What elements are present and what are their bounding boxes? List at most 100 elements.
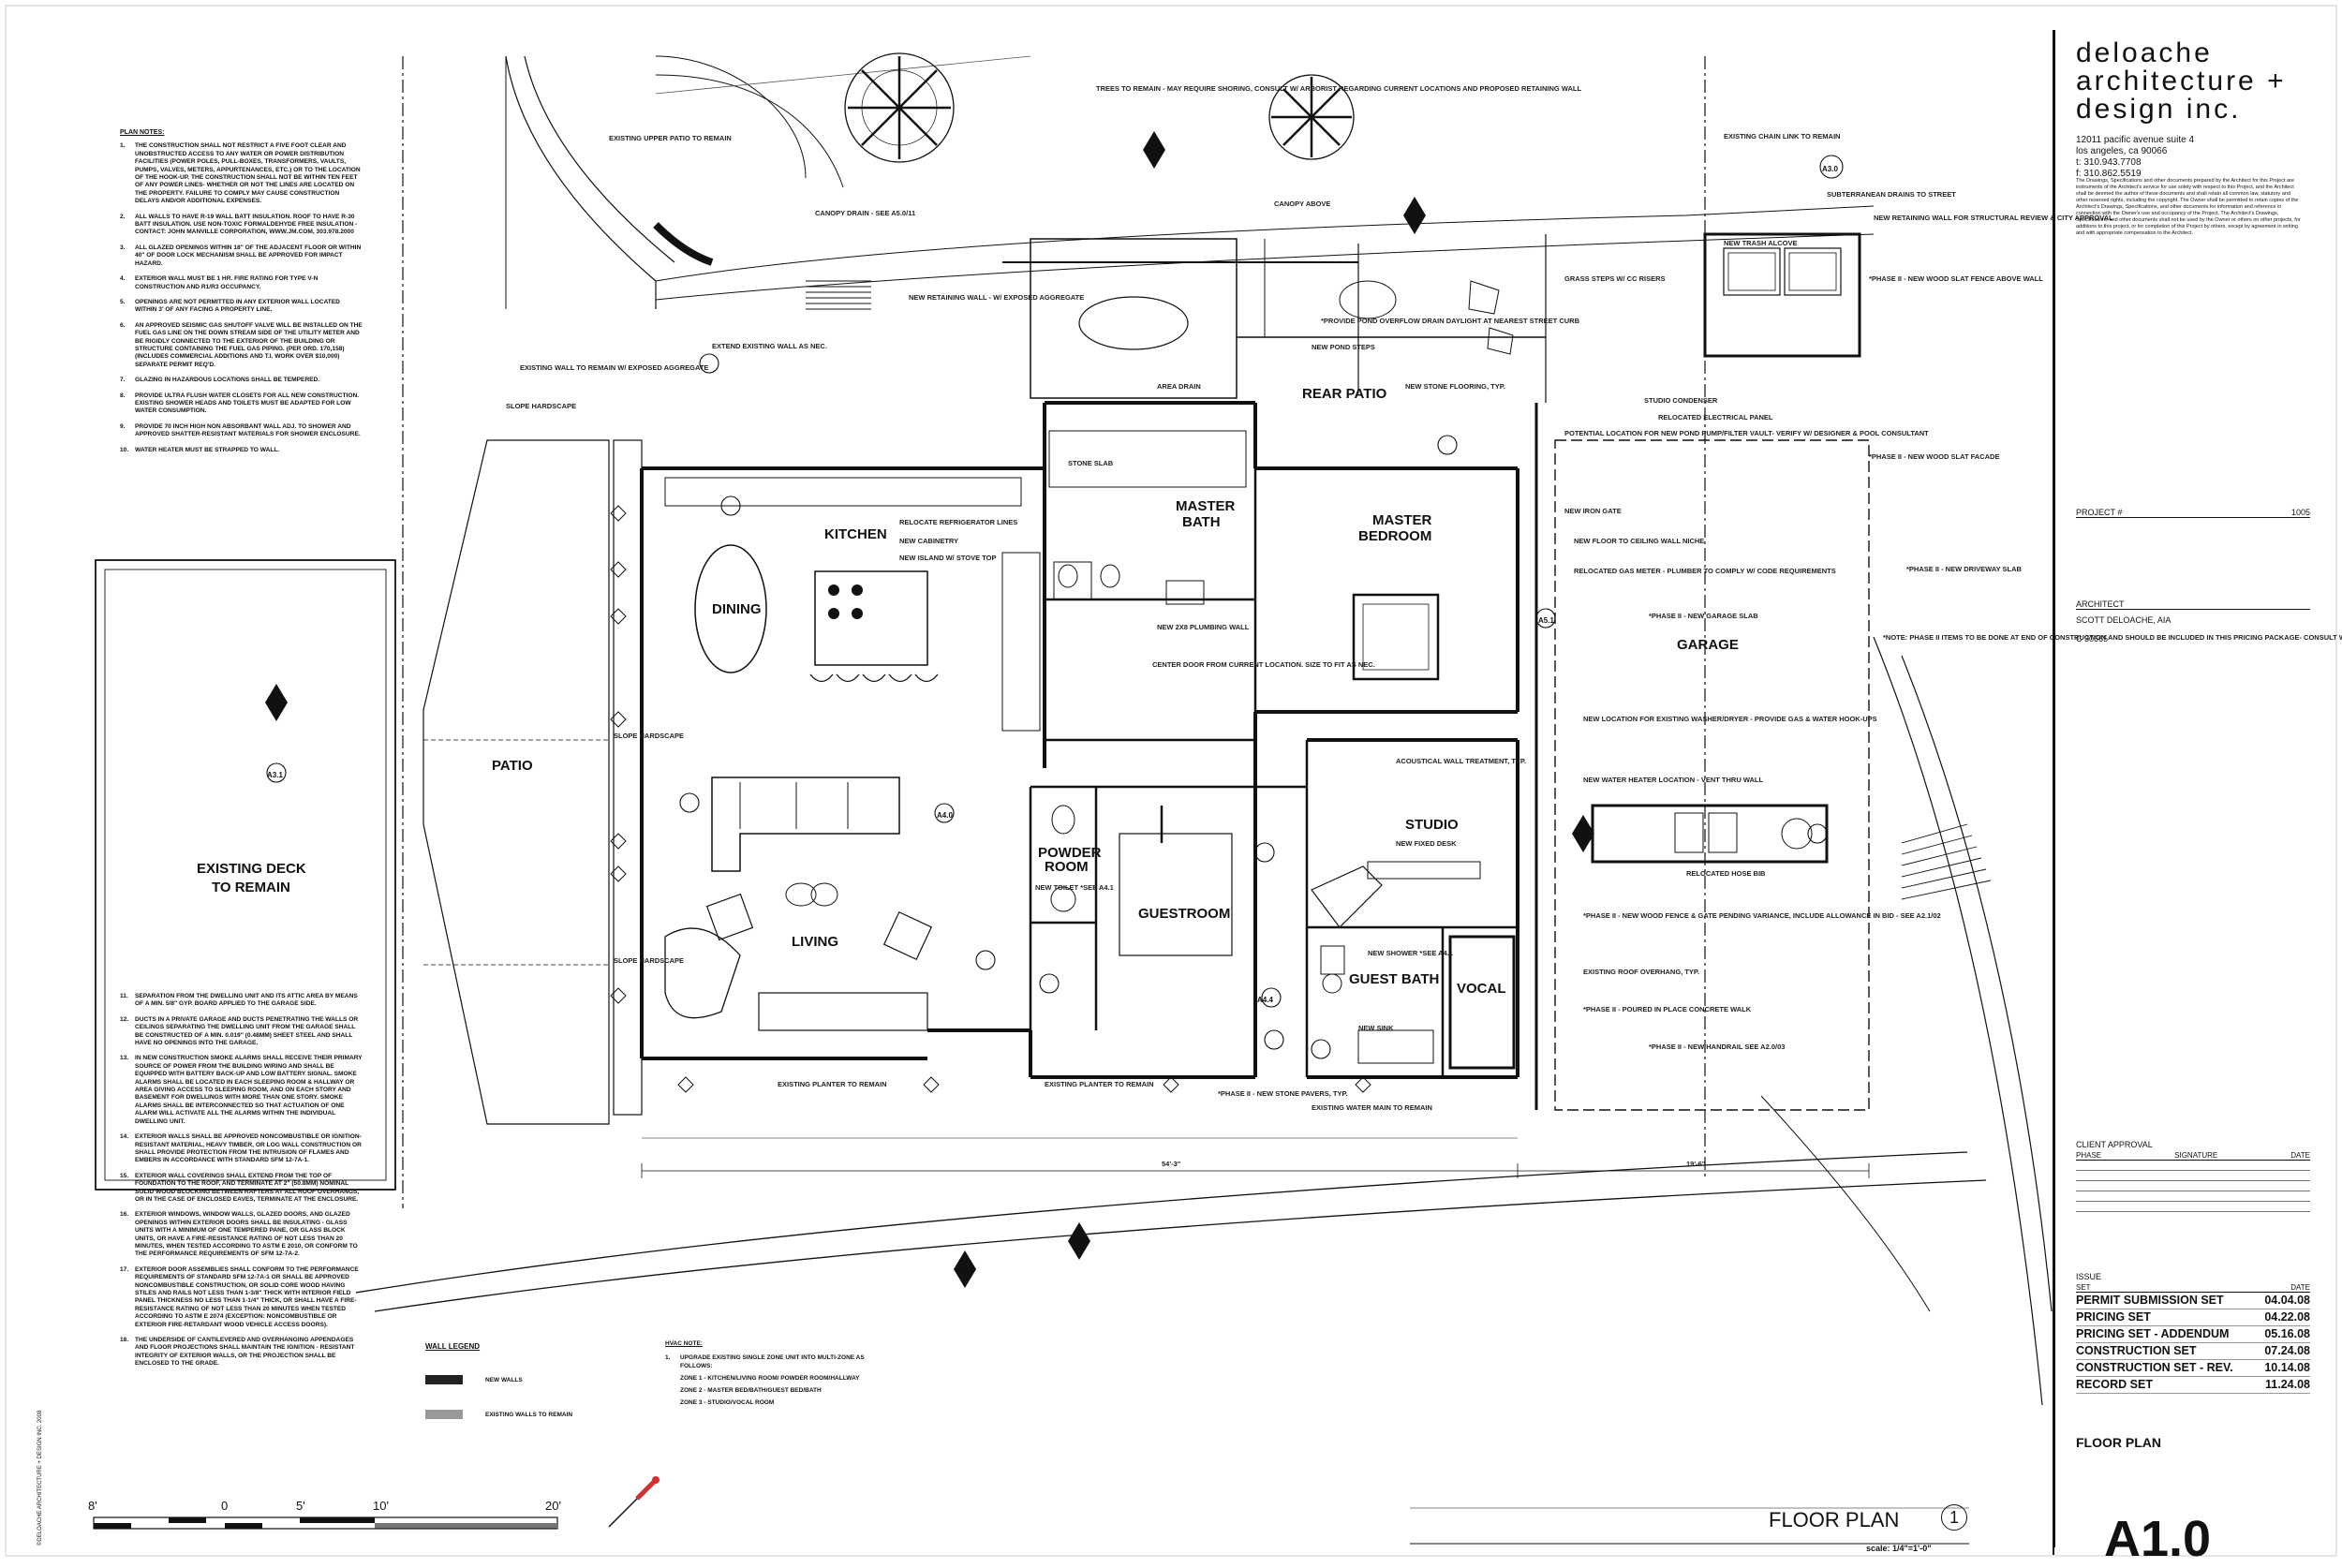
- plan-note-text: Exterior windows, window walls, glazed d…: [135, 1211, 358, 1258]
- plan-notes: PLAN NOTES: 1.The construction shall not…: [120, 129, 363, 462]
- vocal-booth: [1448, 935, 1516, 1070]
- project-label: PROJECT #: [2076, 508, 2123, 517]
- hvac-item: ZONE 3 - STUDIO/VOCAL ROOM: [665, 1398, 890, 1407]
- firm-address: 12011 pacific avenue suite 4 los angeles…: [2076, 135, 2194, 180]
- plan-note-number: 17.: [120, 1265, 129, 1273]
- issue-date: 05.16.08: [2264, 1327, 2310, 1340]
- legend-existing-walls: EXISTING WALLS TO REMAIN: [485, 1412, 573, 1418]
- issue-set: CONSTRUCTION SET: [2076, 1344, 2197, 1357]
- plan-note-number: 5.: [120, 298, 126, 305]
- plan-note-number: 15.: [120, 1172, 129, 1179]
- plan-note: 14.Exterior walls shall be approved nonc…: [120, 1133, 363, 1165]
- issue-set: PRICING SET - ADDENDUM: [2076, 1327, 2230, 1340]
- architect-name: SCOTT DELOACHE, AIA: [2076, 615, 2172, 625]
- upper-patio-curve: [505, 55, 657, 309]
- approval-col-date: DATE: [2290, 1151, 2310, 1160]
- hvac-item-number: [665, 1398, 680, 1407]
- north-arrow: [608, 1476, 660, 1528]
- dining-table: [694, 544, 767, 673]
- issue-date: 04.22.08: [2264, 1310, 2310, 1324]
- wall-legend-title: WALL LEGEND: [425, 1342, 481, 1351]
- planter-left: [613, 439, 643, 1116]
- plan-note-number: 16.: [120, 1211, 129, 1219]
- firm-name: deloache architecture + design inc.: [2076, 39, 2287, 124]
- plan-note: 5. Openings are not permitted in any exte…: [120, 299, 363, 315]
- legend-existing-walls-swatch: [425, 1410, 463, 1419]
- lounge-chair: [664, 927, 741, 1019]
- issue-row: RECORD SET 11.24.08: [2076, 1377, 2310, 1394]
- hvac-item: 1.UPGRADE EXISTING SINGLE ZONE UNIT INTO…: [665, 1354, 890, 1370]
- firm-line-2: architecture +: [2076, 66, 2287, 96]
- issue-date: 11.24.08: [2265, 1378, 2310, 1391]
- plan-note-number: 6.: [120, 321, 126, 329]
- scale-label-0: 8': [88, 1499, 97, 1513]
- issue-title: ISSUE: [2076, 1272, 2102, 1281]
- plan-note: 1. The construction shall not restrict a …: [120, 142, 363, 205]
- main-walls: [640, 401, 1519, 1079]
- issue-date: 07.24.08: [2264, 1344, 2310, 1357]
- architect-row: ARCHITECT: [2076, 599, 2310, 610]
- plan-note-text: The construction shall not restrict a fi…: [135, 142, 361, 205]
- issue-row: PRICING SET - ADDENDUM 05.16.08: [2076, 1326, 2310, 1343]
- laundry-counter: [1591, 804, 1829, 864]
- approval-col-signature: SIGNATURE: [2174, 1151, 2218, 1160]
- sheet-number: A1.0: [2104, 1511, 2212, 1567]
- tree-right: [1268, 74, 1355, 160]
- issue-date: 10.14.08: [2264, 1361, 2310, 1374]
- plan-note: 3.All glazed openings within 18" of the …: [120, 244, 363, 268]
- plan-note-text: Openings are not permitted in any exteri…: [135, 298, 340, 314]
- plan-note-text: Provide ultra flush water closets for al…: [135, 392, 360, 415]
- plan-note-number: 9.: [120, 422, 126, 430]
- hvac-item-number: [665, 1374, 680, 1383]
- scale-bar: [93, 1516, 558, 1530]
- plan-note: 15. Exterior wall coverings shall extend …: [120, 1173, 363, 1205]
- drawing-title: FLOOR PLAN: [1769, 1508, 1900, 1531]
- legend-new-walls: NEW WALLS: [485, 1377, 523, 1383]
- plan-note-number: 8.: [120, 392, 126, 399]
- fax: f: 310.862.5519: [2076, 169, 2142, 179]
- approval-col-phase: PHASE: [2076, 1151, 2102, 1160]
- plan-note-text: Provide 70 inch high non absorbant wall …: [135, 422, 361, 438]
- plan-note: 6.An approved seismic gas shutoff valve …: [120, 322, 363, 369]
- plan-note-number: 1.: [120, 142, 126, 150]
- scale-label-3: 10': [373, 1499, 389, 1513]
- plan-note: 8. Provide ultra flush water closets for …: [120, 392, 363, 416]
- plan-note: 9. Provide 70 inch high non absorbant wal…: [120, 423, 363, 439]
- patio-outline: [422, 439, 610, 1125]
- hvac-item-text: ZONE 1 - KITCHEN/LIVING ROOM/ POWDER ROO…: [680, 1375, 860, 1382]
- existing-deck: [95, 559, 396, 1191]
- hvac-item-text: UPGRADE EXISTING SINGLE ZONE UNIT INTO M…: [680, 1354, 865, 1369]
- kitchen-island: [814, 570, 928, 666]
- phone: t: 310.943.7708: [2076, 157, 2142, 168]
- client-approval: CLIENT APPROVAL PHASE SIGNATURE DATE: [2076, 1140, 2310, 1212]
- plan-note: 2.All walls to have R-19 wall batt insul…: [120, 214, 363, 237]
- plan-note-text: Water heater must be strapped to wall.: [135, 446, 280, 453]
- issue-set: RECORD SET: [2076, 1378, 2153, 1391]
- canopy-area: [1030, 238, 1238, 399]
- plan-note-text: In new construction smoke alarms shall r…: [135, 1055, 363, 1125]
- plan-note-number: 11.: [120, 993, 128, 999]
- plan-note-number: 14.: [120, 1133, 129, 1141]
- project-row: PROJECT # 1005: [2076, 508, 2310, 518]
- plan-note-text: Exterior wall must be 1 hr. fire rating …: [135, 275, 319, 290]
- plan-note: 11.Separation from the dwelling unit and…: [120, 993, 363, 1009]
- issue-col-date: DATE: [2290, 1283, 2310, 1292]
- issue-date: 04.04.08: [2264, 1294, 2310, 1307]
- firm-line-1: deloache: [2076, 37, 2213, 68]
- section-markers: [265, 131, 1594, 1288]
- hvac-notes: HVAC NOTE: 1.UPGRADE EXISTING SINGLE ZON…: [665, 1339, 890, 1411]
- drawing-scale: scale: 1/4"=1'-0": [1866, 1544, 1932, 1553]
- plan-note: 13.In new construction smoke alarms shal…: [120, 1055, 363, 1126]
- plan-note-number: 10.: [120, 446, 129, 453]
- pond: [1078, 296, 1189, 350]
- address-line-2: los angeles, ca 90066: [2076, 146, 2168, 156]
- approval-header: PHASE SIGNATURE DATE: [2076, 1151, 2310, 1161]
- tree-left: [844, 52, 955, 163]
- plan-note: 10. Water heater must be strapped to wall…: [120, 447, 363, 454]
- plan-note-text: Exterior wall coverings shall extend fro…: [135, 1172, 360, 1203]
- scale-label-2: 5': [296, 1499, 305, 1513]
